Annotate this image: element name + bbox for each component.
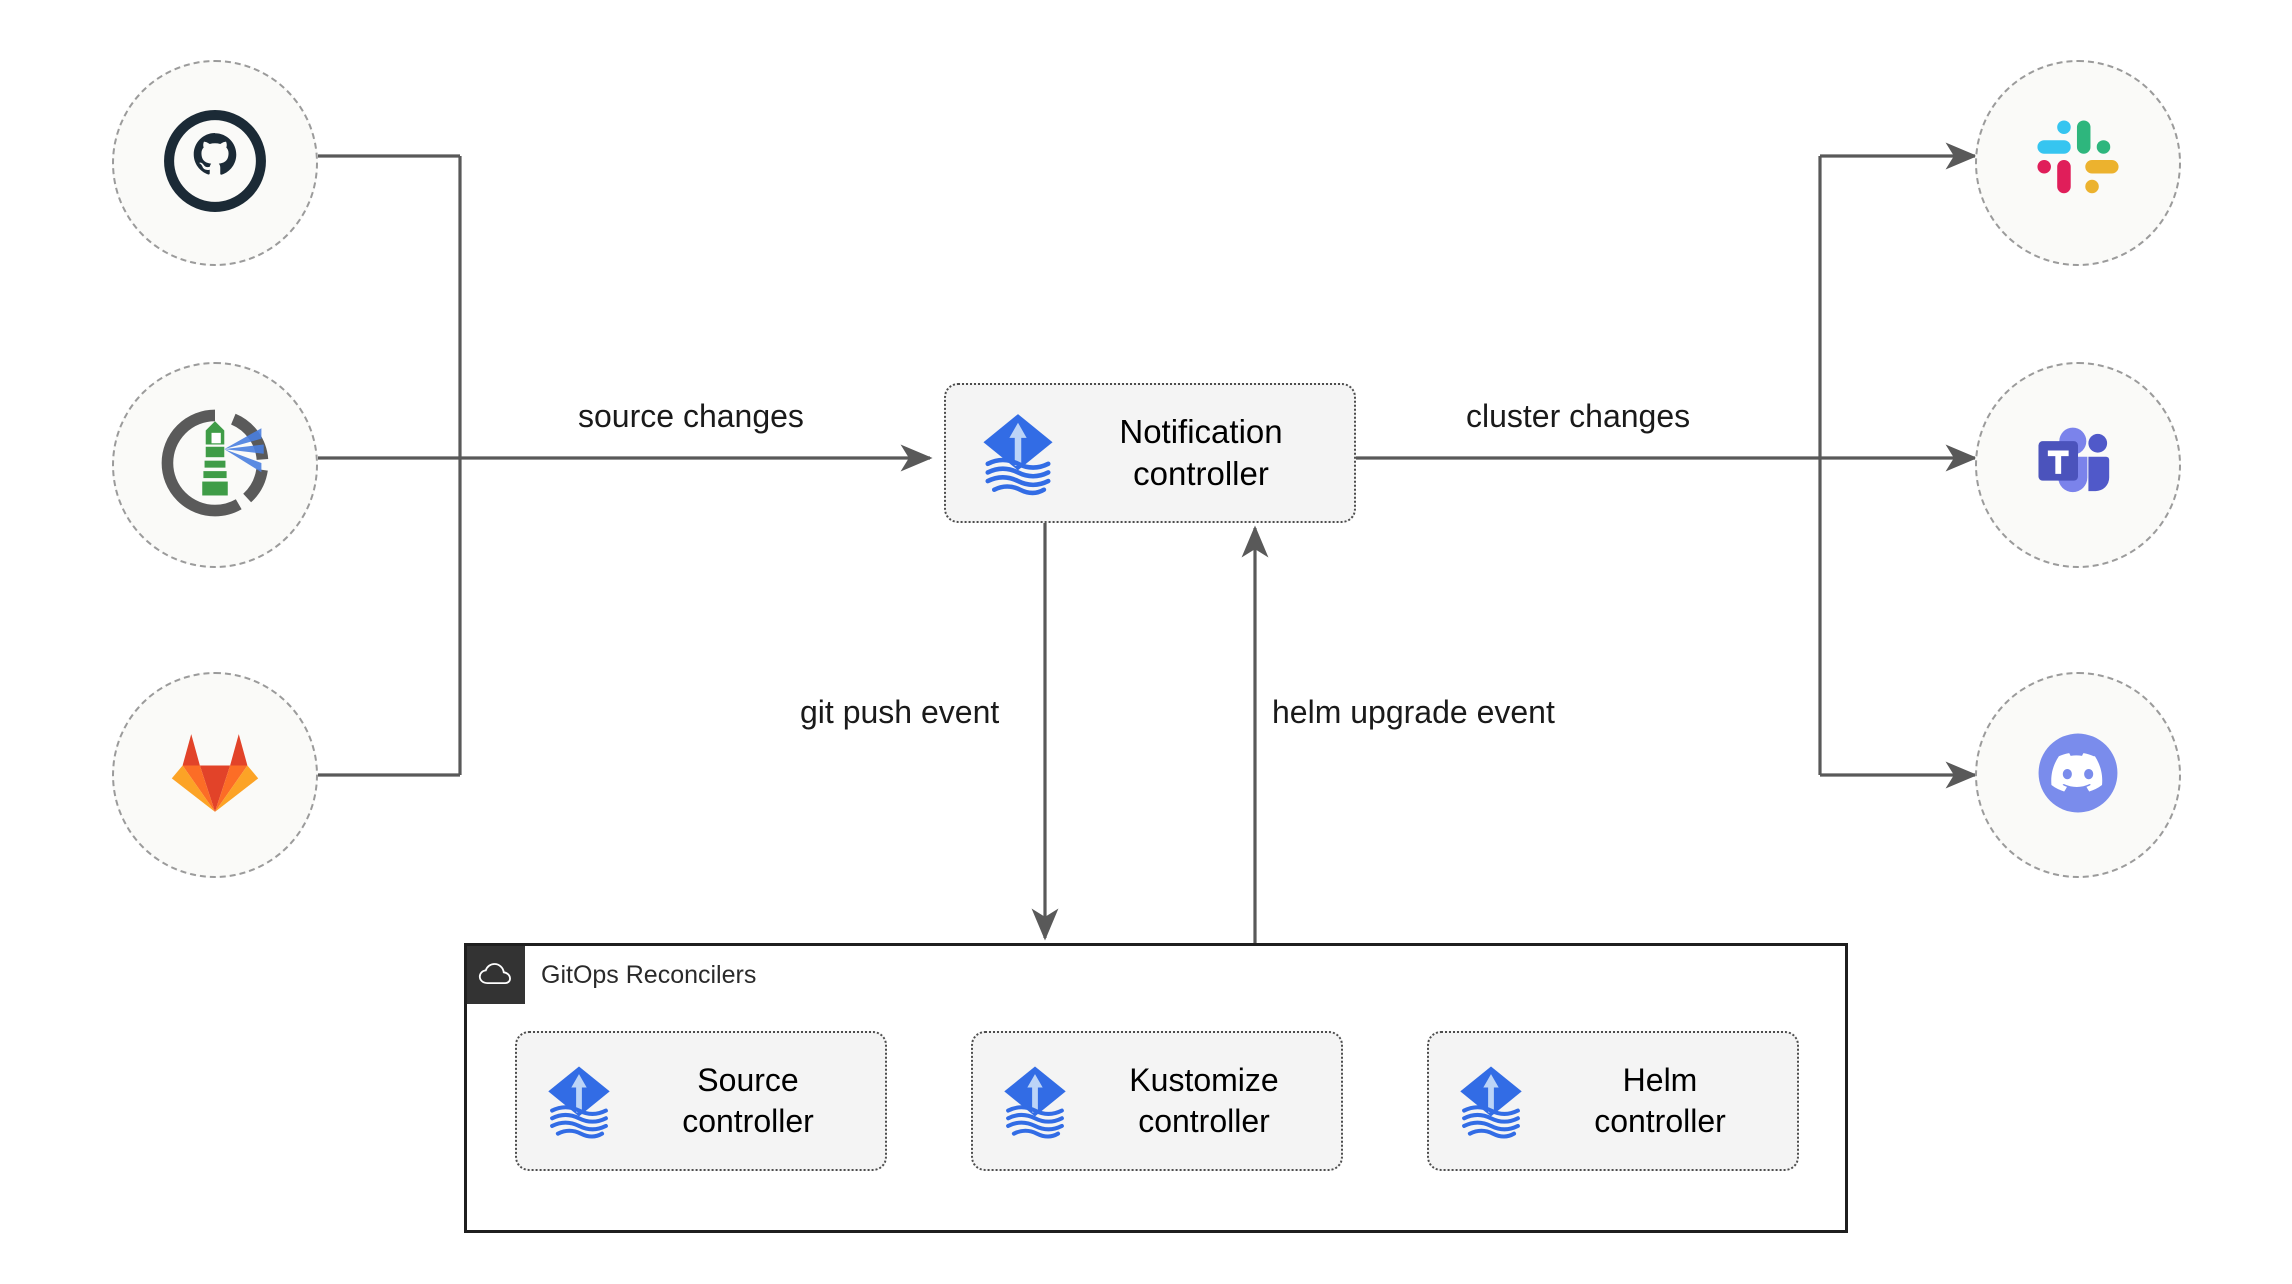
kustomize-controller-label: Kustomize controller	[1129, 1062, 1279, 1139]
slack-icon	[2026, 109, 2130, 218]
notification-controller-card[interactable]: Notification controller	[944, 383, 1356, 523]
edge-label-git-push-event: git push event	[800, 694, 1000, 730]
source-controller-card[interactable]: Source controller	[515, 1031, 887, 1171]
helm-controller-label: Helm controller	[1594, 1062, 1726, 1139]
microsoft-teams-icon	[2026, 411, 2130, 520]
flux-logo-icon	[987, 1053, 1083, 1149]
source-endpoint-gitlab[interactable]	[112, 672, 318, 878]
flux-logo-icon	[531, 1053, 627, 1149]
destination-endpoint-slack[interactable]	[1975, 60, 2181, 266]
source-controller-label: Source controller	[682, 1062, 814, 1139]
destination-endpoint-discord[interactable]	[1975, 672, 2181, 878]
gitlab-icon	[161, 719, 269, 832]
gitops-group-header: GitOps Reconcilers	[467, 946, 756, 1004]
edge-label-helm-upgrade-event: helm upgrade event	[1272, 694, 1555, 730]
github-icon	[159, 105, 271, 222]
cloud-icon	[467, 946, 525, 1004]
notification-controller-label: Notification controller	[1119, 412, 1283, 492]
gitops-group-title: GitOps Reconcilers	[541, 960, 757, 989]
flux-logo-icon	[1443, 1053, 1539, 1149]
kustomize-controller-card[interactable]: Kustomize controller	[971, 1031, 1343, 1171]
flux-logo-icon	[964, 399, 1072, 507]
edge-label-source-changes: source changes	[578, 398, 804, 434]
source-endpoint-flux[interactable]	[112, 362, 318, 568]
edge-label-cluster-changes: cluster changes	[1466, 398, 1691, 434]
helm-controller-card[interactable]: Helm controller	[1427, 1031, 1799, 1171]
destination-endpoint-teams[interactable]	[1975, 362, 2181, 568]
discord-icon	[2020, 715, 2136, 836]
flux-lighthouse-icon	[157, 405, 273, 526]
source-endpoint-github[interactable]	[112, 60, 318, 266]
